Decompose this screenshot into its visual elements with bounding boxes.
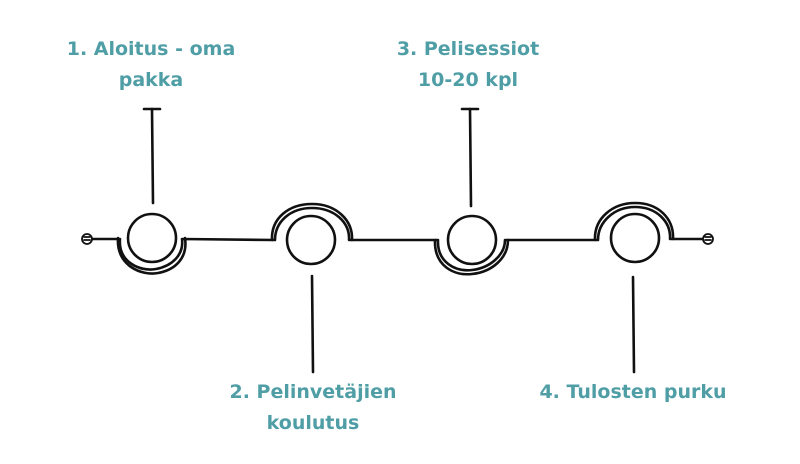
- step-2-label: 2. Pelinvetäjien koulutus: [215, 377, 411, 439]
- start-end-cap: [81, 233, 93, 245]
- step-4-label: 4. Tulosten purku: [530, 377, 736, 408]
- node-4-circle: [609, 212, 661, 264]
- connector-3: [468, 107, 473, 208]
- node-3-circle: [446, 214, 498, 266]
- step-3-label: 3. Pelisessiot 10-20 kpl: [370, 34, 566, 96]
- node-1-circle: [126, 212, 178, 264]
- step-3-line-2: 10-20 kpl: [417, 69, 519, 91]
- step-1-line-1: 1. Aloitus - oma: [66, 38, 236, 60]
- connector-1: [150, 107, 155, 205]
- node-2-outer-stroke: [270, 202, 354, 242]
- step-4-line-1: 4. Tulosten purku: [539, 381, 727, 403]
- step-2-line-1: 2. Pelinvetäjien: [229, 381, 397, 403]
- timeline-line: [91, 205, 704, 272]
- finish-end-cap: [702, 233, 714, 245]
- step-1-line-2: pakka: [118, 69, 184, 91]
- connector-4: [631, 275, 636, 374]
- node-4-outer-stroke: [593, 201, 675, 242]
- node-2-circle: [285, 214, 337, 266]
- step-1-label: 1. Aloitus - oma pakka: [53, 34, 249, 96]
- node-3-outer-stroke: [433, 238, 510, 276]
- connector-2: [310, 274, 315, 374]
- node-1-outer-stroke: [116, 236, 187, 275]
- step-2-line-2: koulutus: [266, 412, 360, 434]
- step-3-line-1: 3. Pelisessiot: [396, 38, 540, 60]
